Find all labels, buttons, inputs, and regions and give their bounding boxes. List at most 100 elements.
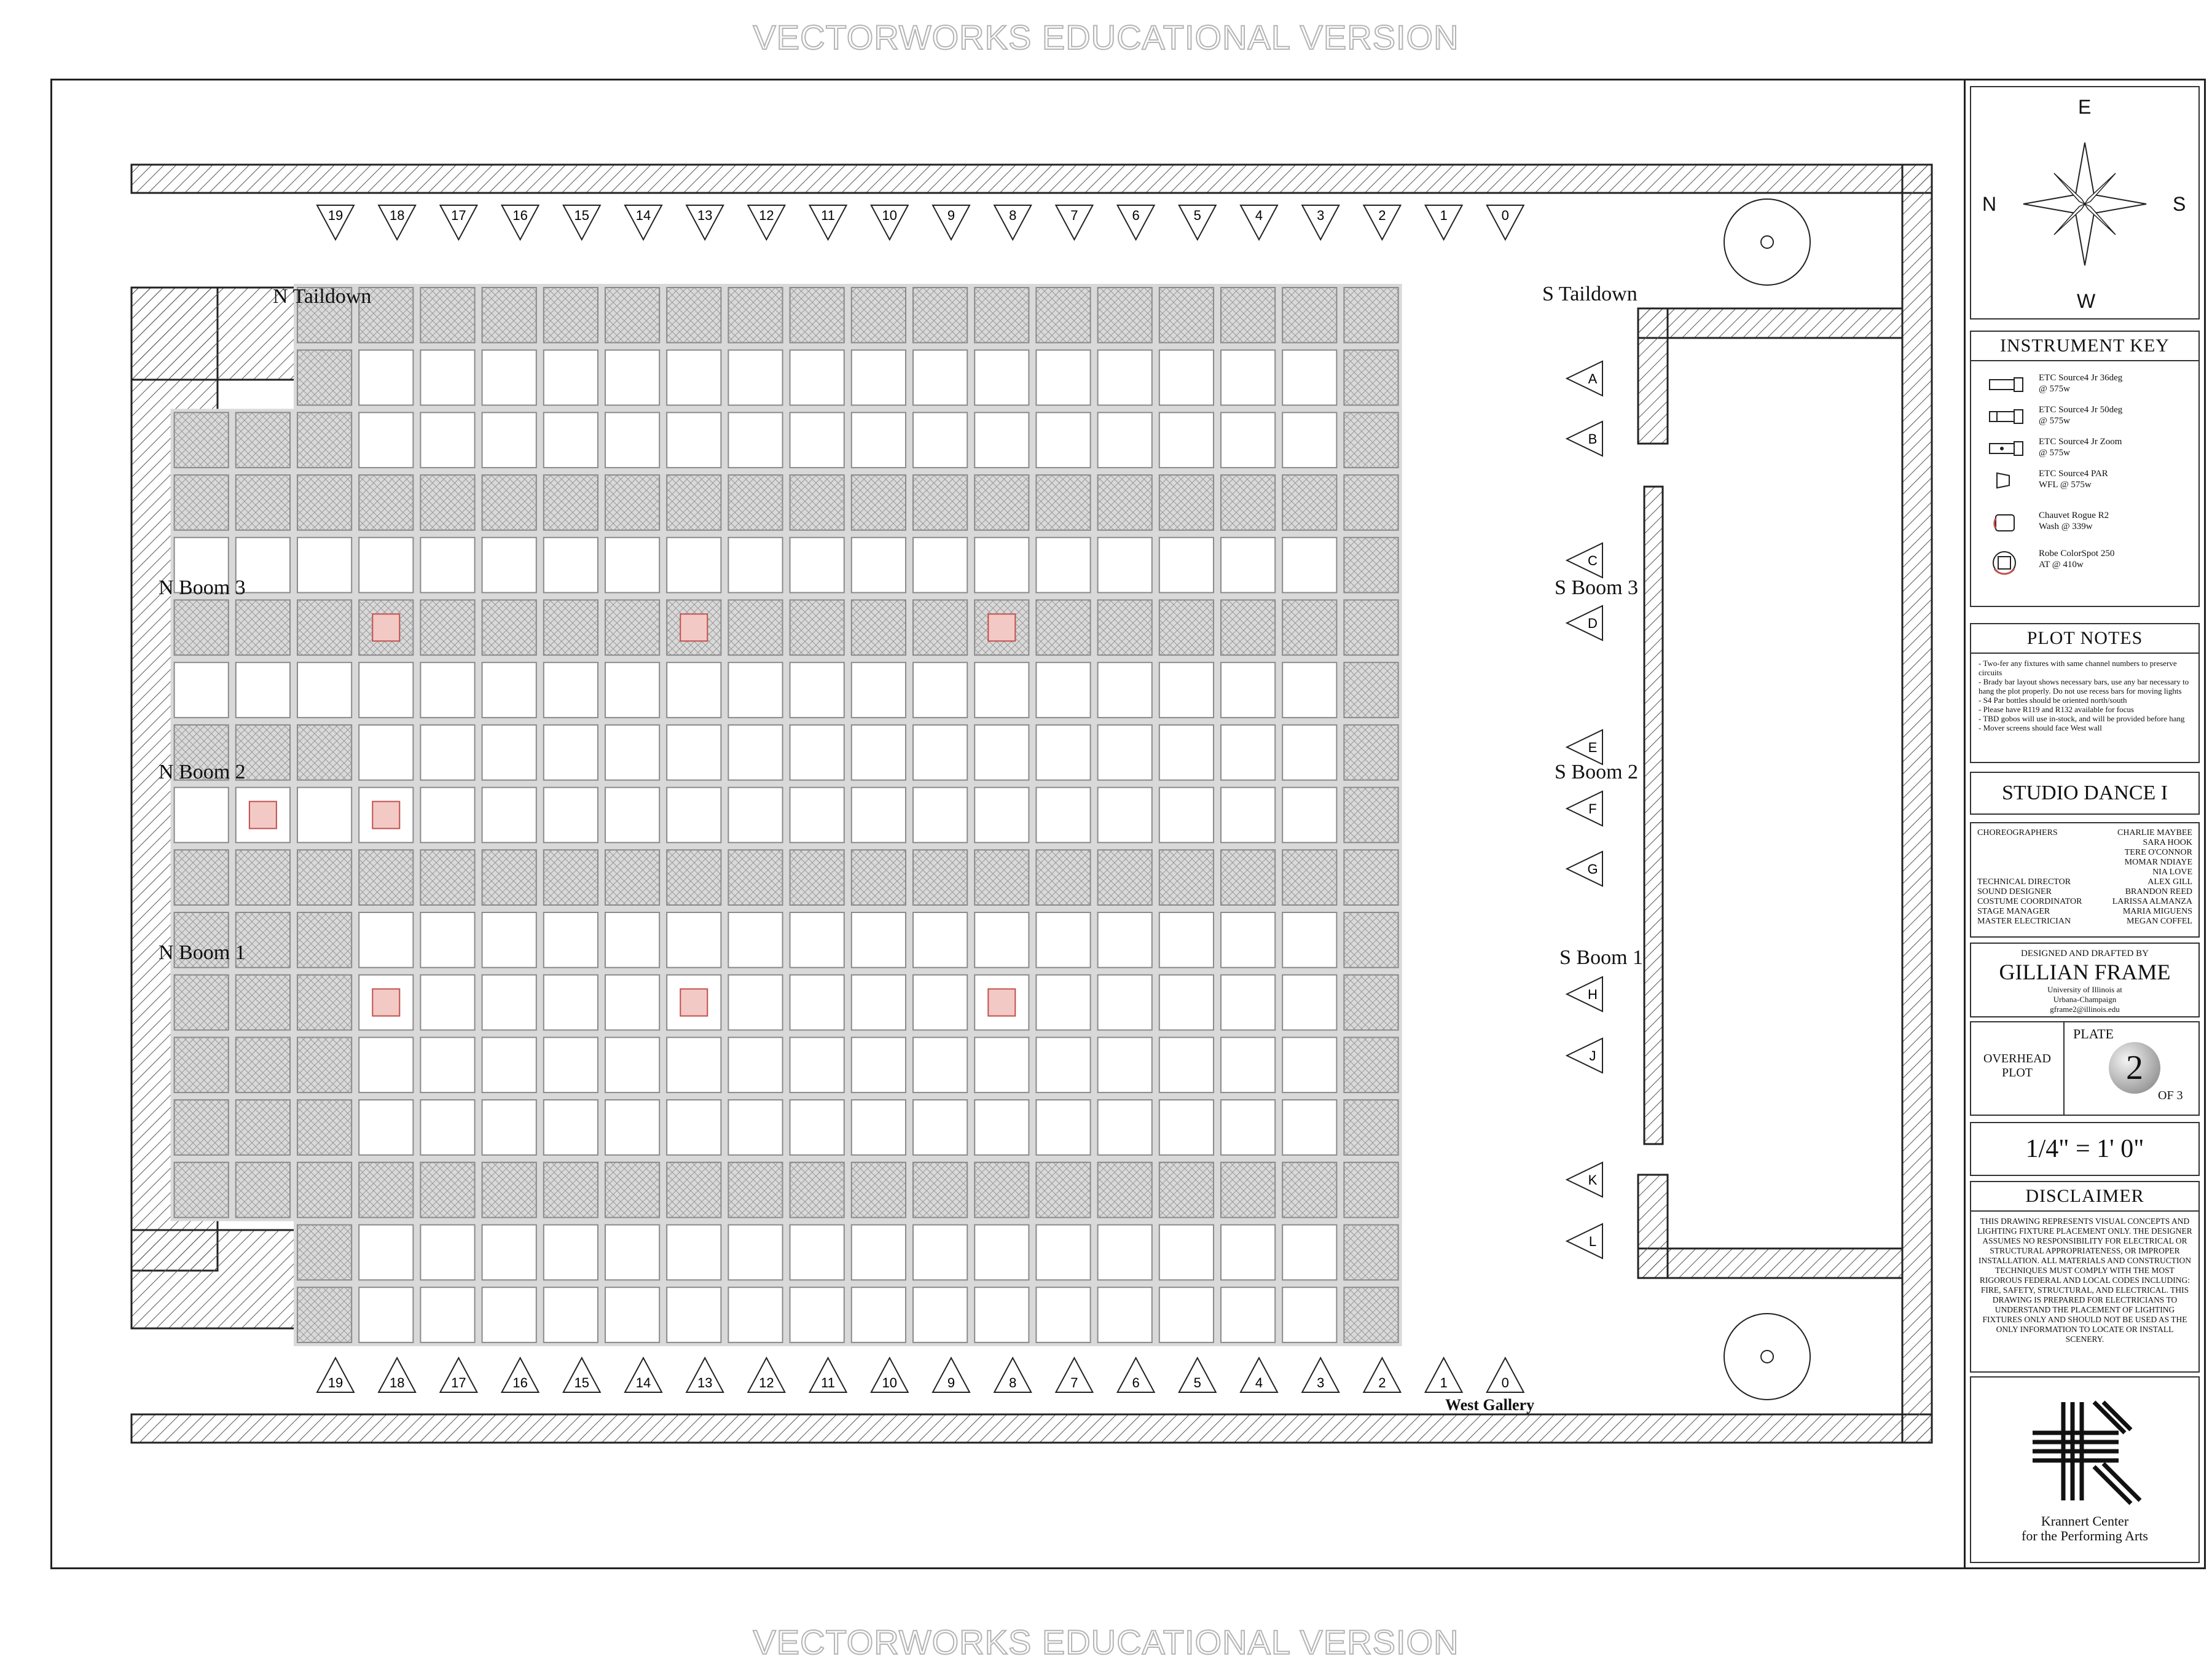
grid-cell (789, 724, 845, 781)
grid-cell (173, 536, 229, 594)
grid-cell (728, 849, 783, 906)
grid-cell (173, 849, 229, 906)
grid-cell (1158, 849, 1215, 906)
crew-name: MARIA MIGUENS (2122, 907, 2192, 916)
grid-cell (1282, 662, 1338, 718)
grid-cell (1343, 724, 1399, 781)
pipe-number: 2 (1378, 208, 1386, 223)
pipe-marker-bottom: 5 (1178, 1356, 1217, 1393)
grid-cell (481, 1224, 537, 1281)
rogue-wash-icon (1993, 514, 2015, 531)
grid-cell (850, 1037, 907, 1094)
grid-cell (1343, 599, 1399, 656)
moving-light-marker (987, 988, 1016, 1017)
s-boom-3-label: S Boom 3 (1555, 576, 1639, 599)
grid-cell (1097, 974, 1153, 1031)
row-marker: F (1565, 790, 1603, 827)
row-letter: E (1588, 740, 1598, 755)
grid-cell (297, 599, 353, 656)
pipe-marker-top: 14 (624, 205, 663, 241)
grid-cell (666, 412, 722, 469)
grid-cell (481, 724, 537, 781)
grid-cell (605, 287, 661, 343)
pipe-number: 15 (575, 208, 589, 223)
key-item-name: Robe ColorSpot 250 (2039, 549, 2115, 559)
key-item-detail: @ 575w (2039, 384, 2070, 394)
grid-cell (173, 599, 229, 656)
s-taildown-label: S Taildown (1542, 283, 1637, 305)
key-item-name: Chauvet Rogue R2 (2039, 511, 2109, 520)
grid-cell (420, 974, 476, 1031)
pipe-number: 16 (512, 208, 527, 223)
grid-cell (235, 849, 291, 906)
source4-jr-zoom-icon (1989, 441, 2023, 456)
crew-name: TERE O'CONNOR (2124, 848, 2192, 857)
pipe-marker-bottom: 16 (500, 1356, 540, 1393)
grid-cell (481, 662, 537, 718)
grid-cell (789, 287, 845, 343)
grid-cell (1220, 474, 1276, 531)
grid-cell (1097, 849, 1153, 906)
pipe-number: 6 (1132, 1375, 1139, 1390)
key-item-detail: @ 575w (2039, 448, 2070, 458)
grid-cell (1282, 599, 1338, 656)
grid-cell (789, 1099, 845, 1156)
grid-cell (789, 1224, 845, 1281)
plate-total: OF 3 (2158, 1089, 2183, 1102)
grid-cell (974, 1287, 1030, 1343)
grid-cell (605, 412, 661, 469)
grid-cell (481, 536, 537, 594)
pipe-number: 0 (1502, 1375, 1509, 1390)
grid-cell (912, 786, 968, 844)
grid-cell (666, 786, 722, 844)
crew-name: BRANDON REED (2125, 887, 2192, 896)
grid-cell (1220, 662, 1276, 718)
pipe-marker-top: 9 (931, 205, 971, 241)
crew-role: MASTER ELECTRICIAN (1977, 917, 2071, 926)
moving-lights (248, 613, 1016, 1017)
grid-cell (543, 724, 598, 781)
moving-light-marker (680, 613, 708, 642)
grid-cell (974, 849, 1030, 906)
pipe-marker-bottom: 13 (685, 1356, 724, 1393)
pipe-marker-top: 16 (500, 205, 540, 241)
logo-line-1: Krannert Center (2041, 1513, 2129, 1529)
grid-cell (173, 786, 229, 844)
grid-cell (789, 1037, 845, 1094)
grid-cell (1035, 786, 1091, 844)
pipe-number: 8 (1009, 1375, 1016, 1390)
grid-cell (481, 349, 537, 406)
grid-cell (850, 1161, 907, 1218)
grid-cell (728, 724, 783, 781)
row-letter: B (1588, 431, 1598, 447)
grid-cell (789, 474, 845, 531)
grid-cell (297, 412, 353, 469)
grid-cell (1282, 724, 1338, 781)
grid-cell (850, 662, 907, 718)
grid-cell (605, 536, 661, 594)
grid-cell (728, 599, 783, 656)
grid-cell (666, 1099, 722, 1156)
plot-notes-title: PLOT NOTES (1971, 624, 2198, 654)
grid-cell (1158, 349, 1215, 406)
grid-cell (912, 349, 968, 406)
grid-cell (912, 724, 968, 781)
grid-cell (420, 786, 476, 844)
pipe-number: 4 (1255, 1375, 1263, 1390)
grid-cell (789, 349, 845, 406)
grid-cell (358, 474, 414, 531)
pipe-number: 11 (821, 208, 835, 223)
pipe-number: 7 (1070, 208, 1078, 223)
grid-cell (1220, 1099, 1276, 1156)
s-boom-1-label: S Boom 1 (1559, 946, 1644, 969)
grid-cell (1343, 287, 1399, 343)
grid-cell (297, 849, 353, 906)
pipe-marker-bottom: 0 (1486, 1356, 1525, 1393)
grid-cell (605, 1161, 661, 1218)
grid-cell (1343, 412, 1399, 469)
grid-cell (974, 349, 1030, 406)
grid-cell (605, 1037, 661, 1094)
pipe-number: 8 (1009, 208, 1016, 223)
grid-cell (297, 536, 353, 594)
